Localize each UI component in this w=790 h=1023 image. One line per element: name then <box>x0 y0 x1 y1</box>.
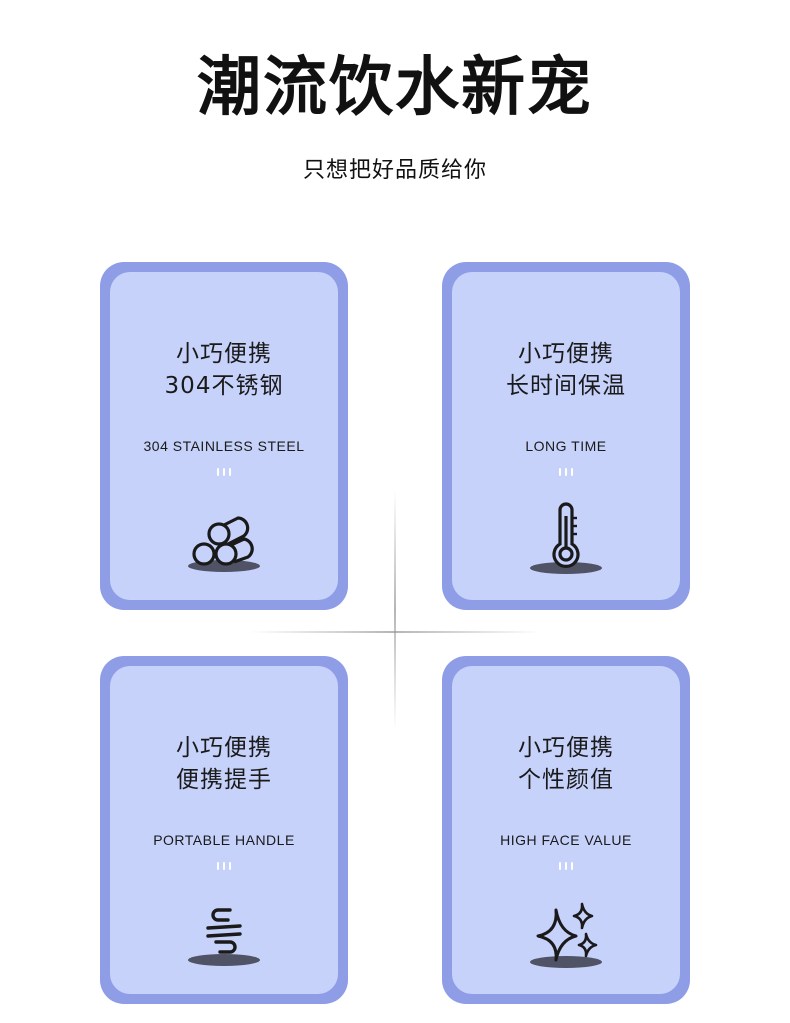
feature-card-steel: 小巧便携 304不锈钢 304 STAINLESS STEEL <box>100 262 348 610</box>
feature-card-inner: 小巧便携 个性颜值 HIGH FACE VALUE <box>452 666 680 994</box>
thermometer-icon <box>530 502 602 574</box>
card-english-label: LONG TIME <box>525 438 607 454</box>
card-title-line1: 小巧便携 <box>176 735 272 761</box>
feature-card-handle: 小巧便携 便携提手 PORTABLE HANDLE <box>100 656 348 1004</box>
feature-card-long-time: 小巧便携 长时间保温 LONG TIME <box>442 262 690 610</box>
card-title-line1: 小巧便携 <box>518 341 614 367</box>
sparkle-icon <box>530 902 602 968</box>
handle-hook-icon <box>188 908 260 966</box>
feature-card-inner: 小巧便携 304不锈钢 304 STAINLESS STEEL <box>110 272 338 600</box>
feature-card-inner: 小巧便携 便携提手 PORTABLE HANDLE <box>110 666 338 994</box>
card-title-line2: 304不锈钢 <box>164 373 284 399</box>
feature-card-inner: 小巧便携 长时间保温 LONG TIME <box>452 272 680 600</box>
card-title-line2: 便携提手 <box>176 767 272 793</box>
dots-decoration <box>110 468 338 478</box>
dots-decoration <box>452 862 680 872</box>
card-title: 小巧便携 便携提手 <box>110 732 338 796</box>
page-subtitle: 只想把好品质给你 <box>302 158 487 183</box>
horizontal-divider <box>250 631 540 633</box>
page-title: 潮流饮水新宠 <box>197 51 593 125</box>
card-title-line2: 个性颜值 <box>518 767 614 793</box>
dots-decoration <box>452 468 680 478</box>
card-english-label: HIGH FACE VALUE <box>500 832 632 848</box>
card-title: 小巧便携 长时间保温 <box>452 338 680 402</box>
feature-card-face-value: 小巧便携 个性颜值 HIGH FACE VALUE <box>442 656 690 1004</box>
steel-pipes-icon <box>188 516 260 572</box>
card-title: 小巧便携 304不锈钢 <box>110 338 338 402</box>
card-title-line2: 长时间保温 <box>506 373 626 399</box>
dots-decoration <box>110 862 338 872</box>
card-title: 小巧便携 个性颜值 <box>452 732 680 796</box>
vertical-divider <box>394 490 396 730</box>
card-english-label: PORTABLE HANDLE <box>153 832 295 848</box>
card-title-line1: 小巧便携 <box>176 341 272 367</box>
card-english-label: 304 STAINLESS STEEL <box>143 438 305 454</box>
card-title-line1: 小巧便携 <box>518 735 614 761</box>
